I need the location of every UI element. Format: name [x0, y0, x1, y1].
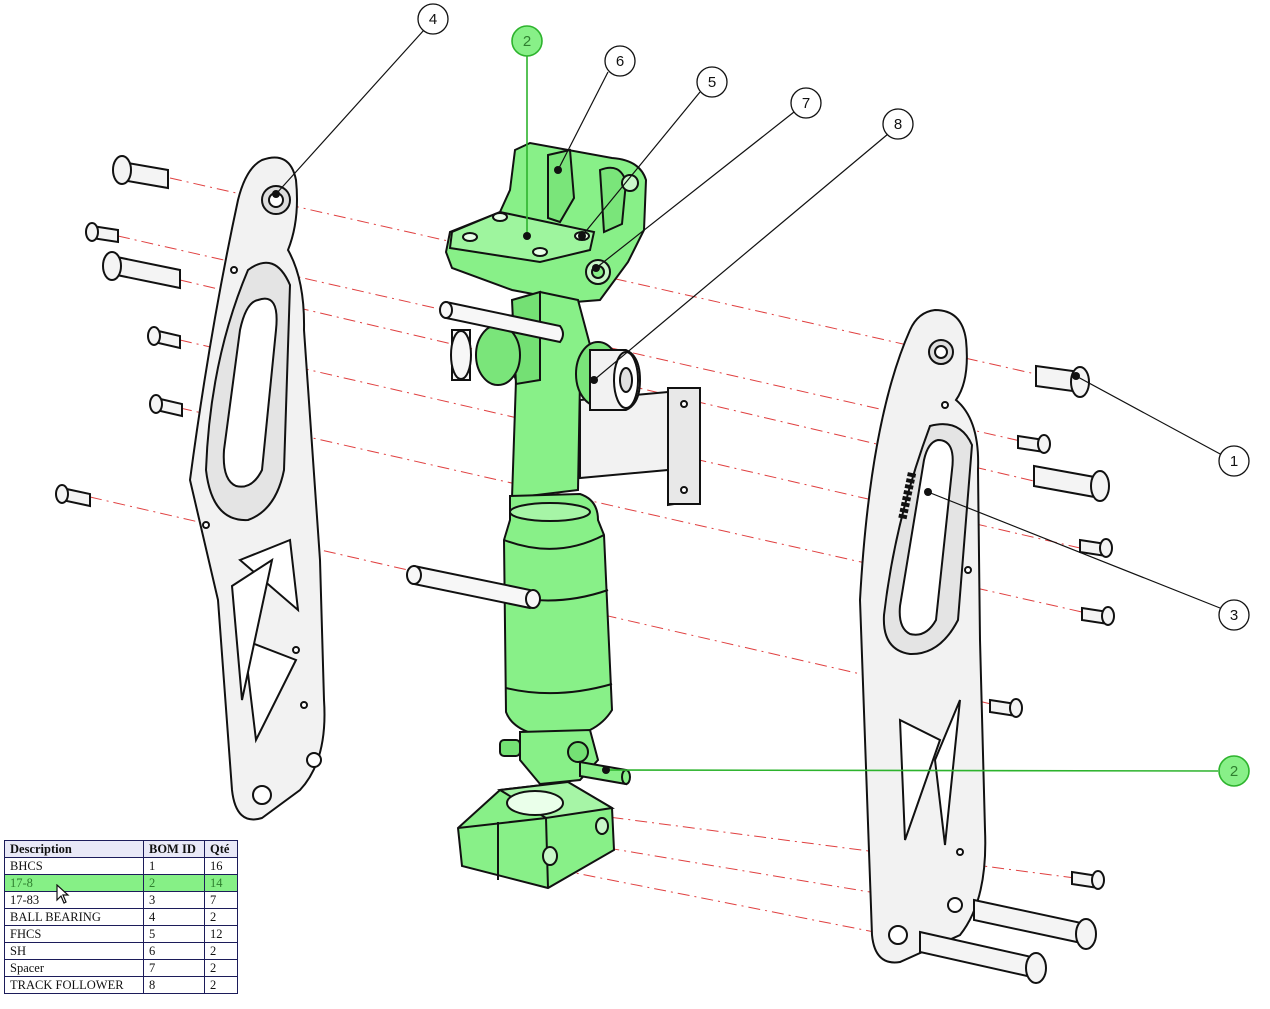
bom-cell-qty: 2 — [204, 908, 238, 926]
bom-cell-description: Spacer — [4, 959, 144, 977]
callout-balloon-6[interactable]: 6 — [604, 45, 636, 77]
bom-cell-bom-id: 2 — [143, 874, 205, 892]
spacers[interactable] — [406, 300, 564, 610]
bom-cell-bom-id: 8 — [143, 976, 205, 994]
bom-cell-qty: 7 — [204, 891, 238, 909]
bom-cell-qty: 2 — [204, 959, 238, 977]
callout-balloon-4[interactable]: 4 — [417, 3, 449, 35]
bom-header-row: Description BOM ID Qté — [4, 840, 238, 858]
bom-cell-qty: 16 — [204, 857, 238, 875]
callout-balloon-5[interactable]: 5 — [696, 66, 728, 98]
callout-label: 5 — [708, 74, 716, 91]
bom-row[interactable]: Spacer 7 2 — [4, 959, 238, 977]
leader-dots — [272, 166, 1080, 774]
bom-cell-bom-id: 3 — [143, 891, 205, 909]
callout-label: 1 — [1230, 453, 1238, 470]
callout-label: 8 — [894, 116, 902, 133]
bom-cell-bom-id: 4 — [143, 908, 205, 926]
callout-balloon-7[interactable]: 7 — [790, 87, 822, 119]
bom-cell-qty: 2 — [204, 976, 238, 994]
bom-cell-description: 17-8 — [4, 874, 144, 892]
bom-cell-qty: 2 — [204, 942, 238, 960]
left-side-plate[interactable] — [188, 156, 326, 821]
bom-cell-bom-id: 1 — [143, 857, 205, 875]
bom-cell-bom-id: 5 — [143, 925, 205, 943]
bom-header-bom-id[interactable]: BOM ID — [143, 840, 205, 858]
bolts-left[interactable] — [55, 155, 183, 508]
bom-row[interactable]: SH 6 2 — [4, 942, 238, 960]
bom-row[interactable]: FHCS 5 12 — [4, 925, 238, 943]
bom-header-qty[interactable]: Qté — [204, 840, 238, 858]
rear-bracket[interactable] — [579, 387, 701, 507]
leader-lines — [275, 29, 1223, 772]
bom-row[interactable]: BALL BEARING 4 2 — [4, 908, 238, 926]
callout-label: 6 — [616, 53, 624, 70]
callout-balloon-2-right[interactable]: 2 — [1218, 755, 1250, 787]
bom-table: Description BOM ID Qté BHCS 1 16 17-8 2 … — [4, 840, 238, 994]
bom-cell-qty: 12 — [204, 925, 238, 943]
callout-label: 7 — [802, 95, 810, 112]
callout-balloon-8[interactable]: 8 — [882, 108, 914, 140]
bom-row-selected[interactable]: 17-8 2 14 — [4, 874, 238, 892]
bom-row[interactable]: BHCS 1 16 — [4, 857, 238, 875]
bom-cell-description: SH — [4, 942, 144, 960]
bolts-right[interactable] — [919, 364, 1115, 984]
bom-cell-description: FHCS — [4, 925, 144, 943]
callout-label: 2 — [1230, 763, 1238, 780]
bom-cell-description: BALL BEARING — [4, 908, 144, 926]
callout-balloon-1[interactable]: 1 — [1218, 445, 1250, 477]
bom-row[interactable]: 17-83 3 7 — [4, 891, 238, 909]
bom-cell-description: TRACK FOLLOWER — [4, 976, 144, 994]
bom-cell-description: 17-83 — [4, 891, 144, 909]
callout-label: 4 — [429, 11, 437, 28]
track-follower[interactable] — [589, 349, 642, 411]
bom-header-description[interactable]: Description — [4, 840, 144, 858]
bom-cell-description: BHCS — [4, 857, 144, 875]
callout-label: 3 — [1230, 607, 1238, 624]
bom-row[interactable]: TRACK FOLLOWER 8 2 — [4, 976, 238, 994]
right-side-plate[interactable]: ▮▮▮▮▮▮▮▮ — [858, 308, 987, 964]
callout-balloon-3[interactable]: 3 — [1218, 599, 1250, 631]
bom-cell-bom-id: 6 — [143, 942, 205, 960]
lower-pin[interactable] — [579, 760, 631, 786]
callout-label: 2 — [523, 33, 531, 50]
callout-balloon-2-top[interactable]: 2 — [511, 25, 543, 57]
bom-cell-bom-id: 7 — [143, 959, 205, 977]
highlighted-damper-assembly[interactable] — [444, 141, 648, 890]
bom-cell-qty: 14 — [204, 874, 238, 892]
arrow-cursor-icon — [56, 884, 70, 904]
